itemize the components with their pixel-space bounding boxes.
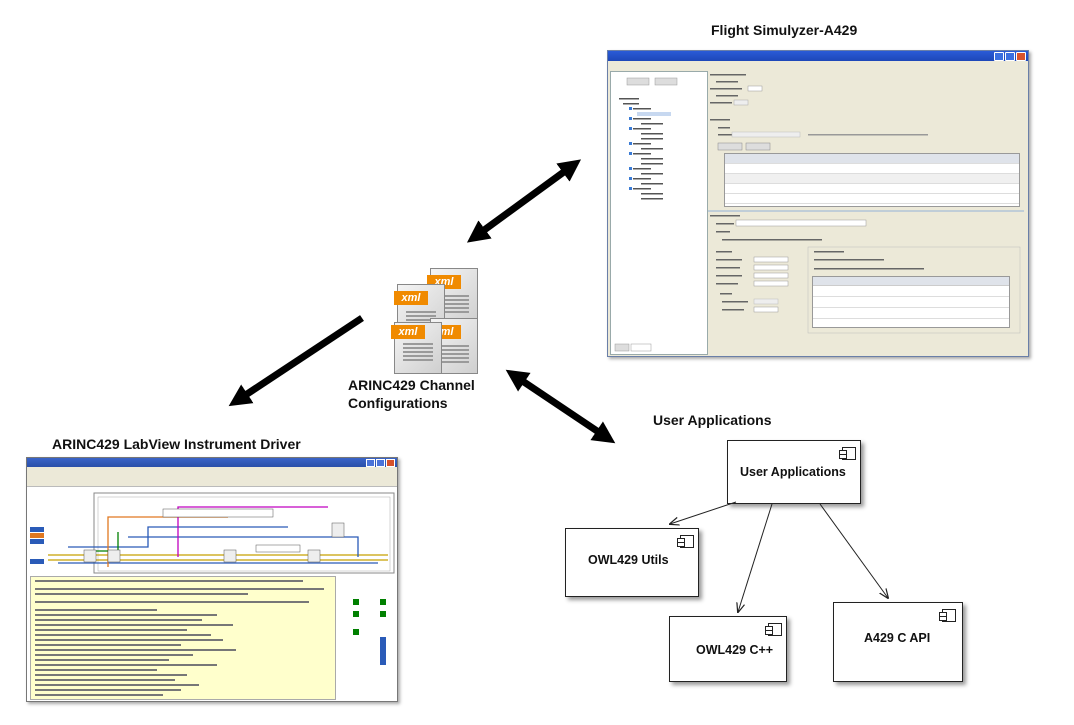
user-applications-component: User Applications	[727, 440, 861, 504]
xml-file-icon: xml	[391, 322, 442, 374]
user-apps-to-cpp-arrow	[738, 503, 773, 612]
user-applications-title: User Applications	[653, 412, 772, 428]
component-icon	[765, 623, 782, 636]
labview-titlebar	[27, 458, 397, 467]
component-label: OWL429 Utils	[588, 553, 669, 567]
settings-graphic	[708, 74, 1024, 334]
block-diagram-graphic	[30, 492, 395, 665]
component-label: OWL429 C++	[696, 643, 774, 657]
buffer-grid	[812, 276, 1010, 328]
component-icon	[839, 447, 856, 460]
flight-simulyzer-settings-panel	[708, 71, 1024, 353]
maximize-icon	[376, 459, 385, 467]
labview-block-diagram	[28, 487, 396, 700]
labview-description-note	[30, 576, 336, 700]
a429-c-api-component: A429 C API	[833, 602, 963, 682]
minimize-icon	[366, 459, 375, 467]
xml-tag: xml	[394, 291, 428, 305]
tree-graphic	[614, 77, 678, 352]
flight-simulyzer-titlebar	[608, 51, 1028, 61]
owl429-cpp-component: OWL429 C++	[669, 616, 787, 682]
labview-window	[26, 457, 398, 702]
flight-simulyzer-window	[607, 50, 1029, 357]
xml-to-user-apps-arrow	[505, 369, 616, 444]
user-apps-to-utils-arrow	[670, 501, 737, 524]
flight-simulyzer-title: Flight Simulyzer-A429	[711, 22, 858, 38]
component-label: User Applications	[740, 465, 846, 479]
xml-to-labview-arrow	[228, 315, 364, 407]
component-icon	[939, 609, 956, 622]
close-icon	[1016, 52, 1026, 61]
component-icon	[677, 535, 694, 548]
minimize-icon	[994, 52, 1004, 61]
xml-tag: xml	[391, 325, 425, 339]
close-icon	[386, 459, 395, 467]
component-label: A429 C API	[864, 631, 931, 645]
maximize-icon	[1005, 52, 1015, 61]
xml-to-simulyzer-arrow	[466, 159, 582, 243]
user-apps-to-capi-arrow	[819, 503, 888, 598]
transfers-grid	[724, 153, 1020, 207]
channel-configurations-label: ARINC429 Channel Configurations	[348, 377, 475, 411]
flight-simulyzer-tree	[610, 71, 708, 355]
labview-driver-title: ARINC429 LabView Instrument Driver	[52, 436, 301, 452]
owl429-utils-component: OWL429 Utils	[565, 528, 699, 597]
labview-menu	[27, 467, 397, 474]
labview-toolbar	[27, 474, 397, 487]
